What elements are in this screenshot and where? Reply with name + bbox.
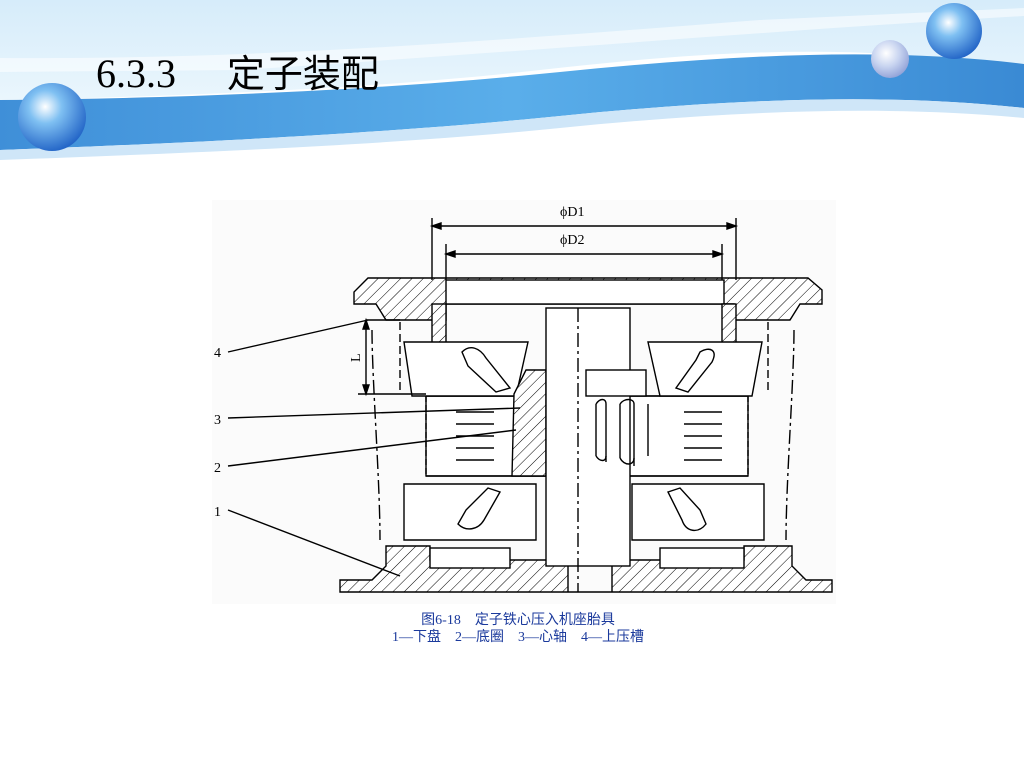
dimension-d2-label: ϕD2 (560, 233, 584, 248)
callout-4: 4 (214, 346, 221, 361)
callout-3: 3 (214, 413, 221, 428)
slide-title: 6.3.3 定子装配 (96, 54, 379, 94)
title-text: 定子装配 (226, 52, 379, 96)
callout-2: 2 (214, 461, 221, 476)
title-number: 6.3.3 (96, 51, 176, 96)
dimension-l-label: L (349, 353, 364, 362)
figure-caption: 图6-18 定子铁心压入机座胎具 1—下盘 2—底圈 3—心轴 4—上压槽 (212, 612, 824, 646)
stator-press-fixture-drawing: ϕD1 ϕD2 L 4 3 2 1 (212, 200, 836, 604)
header-background (0, 0, 1024, 170)
callout-1: 1 (214, 505, 221, 520)
dimension-d1-label: ϕD1 (560, 205, 584, 220)
caption-title: 图6-18 定子铁心压入机座胎具 (421, 613, 615, 628)
caption-legend: 1—下盘 2—底圈 3—心轴 4—上压槽 (392, 630, 644, 645)
